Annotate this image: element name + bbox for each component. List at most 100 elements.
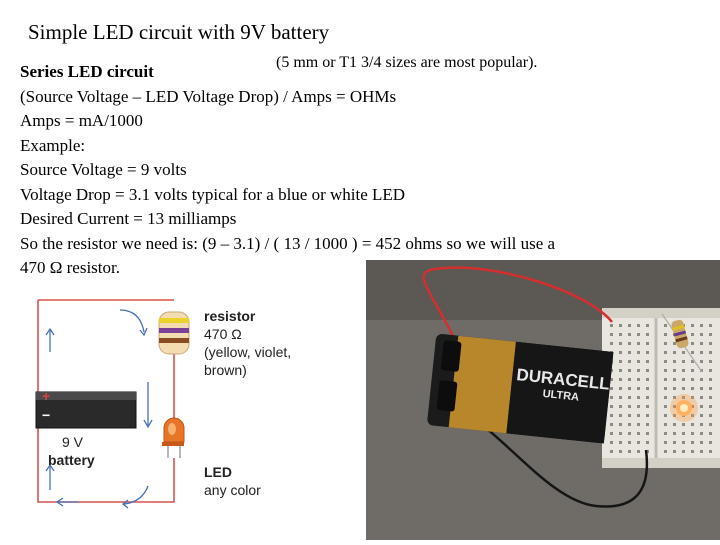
resistor-colors: (yellow, violet, bbox=[204, 344, 292, 360]
breadboard-hole bbox=[682, 441, 685, 444]
breadboard-hole bbox=[700, 324, 703, 327]
arrow-icon bbox=[121, 499, 129, 509]
breadboard-hole bbox=[646, 423, 649, 426]
breadboard-hole bbox=[691, 423, 694, 426]
text-line: So the resistor we need is: (9 – 3.1) / … bbox=[20, 233, 556, 253]
breadboard-hole bbox=[691, 396, 694, 399]
breadboard-hole bbox=[673, 432, 676, 435]
breadboard-hole bbox=[646, 333, 649, 336]
breadboard-hole bbox=[646, 414, 649, 417]
section-heading: Series LED circuit bbox=[20, 62, 154, 81]
resistor-icon bbox=[661, 313, 703, 373]
breadboard-hole bbox=[619, 369, 622, 372]
breadboard-hole bbox=[619, 405, 622, 408]
breadboard-hole bbox=[691, 441, 694, 444]
breadboard-hole bbox=[691, 351, 694, 354]
breadboard-hole bbox=[673, 423, 676, 426]
breadboard-hole bbox=[646, 351, 649, 354]
breadboard-hole bbox=[628, 396, 631, 399]
breadboard-hole bbox=[709, 342, 712, 345]
battery-icon: + − bbox=[35, 388, 137, 429]
breadboard-hole bbox=[619, 342, 622, 345]
size-note: (5 mm or T1 3/4 sizes are most popular). bbox=[276, 54, 538, 71]
breadboard-hole bbox=[673, 450, 676, 453]
breadboard-hole bbox=[664, 423, 667, 426]
breadboard-hole bbox=[646, 396, 649, 399]
breadboard-hole bbox=[691, 414, 694, 417]
breadboard-hole bbox=[682, 450, 685, 453]
breadboard-hole bbox=[709, 414, 712, 417]
breadboard-hole bbox=[610, 324, 613, 327]
breadboard-hole bbox=[628, 423, 631, 426]
breadboard-hole bbox=[709, 324, 712, 327]
breadboard-hole bbox=[709, 378, 712, 381]
breadboard-hole bbox=[664, 360, 667, 363]
breadboard-hole bbox=[610, 414, 613, 417]
black-wire bbox=[475, 419, 649, 508]
breadboard-hole bbox=[628, 351, 631, 354]
breadboard-hole bbox=[628, 360, 631, 363]
breadboard-hole bbox=[691, 378, 694, 381]
text-line: Desired Current = 13 milliamps bbox=[20, 209, 237, 228]
breadboard-hole bbox=[619, 450, 622, 453]
breadboard-hole bbox=[664, 432, 667, 435]
breadboard-hole bbox=[637, 432, 640, 435]
breadboard-hole bbox=[709, 396, 712, 399]
breadboard-hole bbox=[628, 333, 631, 336]
led-title: LED bbox=[204, 464, 232, 480]
breadboard-hole bbox=[682, 351, 685, 354]
text-line: Example: bbox=[20, 135, 86, 155]
battery-value: 9 V bbox=[62, 434, 84, 450]
breadboard-hole bbox=[673, 396, 676, 399]
arrow-icon bbox=[119, 309, 145, 333]
breadboard-hole bbox=[664, 396, 667, 399]
body-text: Series LED circuit (Source Voltage – LED… bbox=[20, 60, 710, 281]
photo-drawing: DURACELL ULTRA bbox=[366, 260, 720, 540]
breadboard-hole bbox=[637, 378, 640, 381]
breadboard-hole bbox=[628, 405, 631, 408]
breadboard-hole bbox=[664, 351, 667, 354]
text-line: Amps = mA/1000 bbox=[20, 111, 143, 130]
breadboard-hole bbox=[610, 378, 613, 381]
breadboard-hole bbox=[709, 333, 712, 336]
breadboard-hole bbox=[628, 369, 631, 372]
breadboard-hole bbox=[664, 387, 667, 390]
breadboard-hole bbox=[610, 423, 613, 426]
breadboard-hole bbox=[709, 423, 712, 426]
arrow-icon bbox=[45, 327, 55, 336]
breadboard-hole bbox=[646, 369, 649, 372]
arrow-icon bbox=[45, 463, 55, 472]
led-desc: any color bbox=[204, 482, 261, 498]
breadboard-hole bbox=[709, 432, 712, 435]
current-arrows bbox=[45, 309, 153, 509]
led-icon bbox=[162, 417, 185, 458]
resistor-icon bbox=[158, 311, 190, 355]
breadboard-hole bbox=[637, 351, 640, 354]
breadboard-hole bbox=[673, 360, 676, 363]
breadboard-hole bbox=[700, 396, 703, 399]
breadboard-hole bbox=[709, 369, 712, 372]
breadboard-hole bbox=[619, 414, 622, 417]
breadboard-hole bbox=[637, 396, 640, 399]
resistor-title: resistor bbox=[204, 308, 256, 324]
breadboard-hole bbox=[610, 441, 613, 444]
breadboard-hole bbox=[673, 387, 676, 390]
breadboard-hole bbox=[646, 432, 649, 435]
breadboard-hole bbox=[610, 387, 613, 390]
breadboard-hole bbox=[619, 351, 622, 354]
breadboard-hole bbox=[628, 378, 631, 381]
arrow-icon bbox=[123, 485, 149, 505]
breadboard-hole bbox=[673, 405, 676, 408]
resistor-value: 470 Ω bbox=[204, 326, 242, 342]
breadboard-hole bbox=[664, 378, 667, 381]
breadboard-hole bbox=[664, 405, 667, 408]
breadboard-hole bbox=[700, 360, 703, 363]
breadboard-hole bbox=[619, 441, 622, 444]
breadboard-hole bbox=[664, 342, 667, 345]
breadboard-hole bbox=[691, 405, 694, 408]
breadboard-hole bbox=[700, 441, 703, 444]
breadboard-hole bbox=[709, 450, 712, 453]
battery-plus-sign: + bbox=[42, 388, 50, 404]
breadboard-hole bbox=[637, 405, 640, 408]
breadboard-hole bbox=[682, 432, 685, 435]
